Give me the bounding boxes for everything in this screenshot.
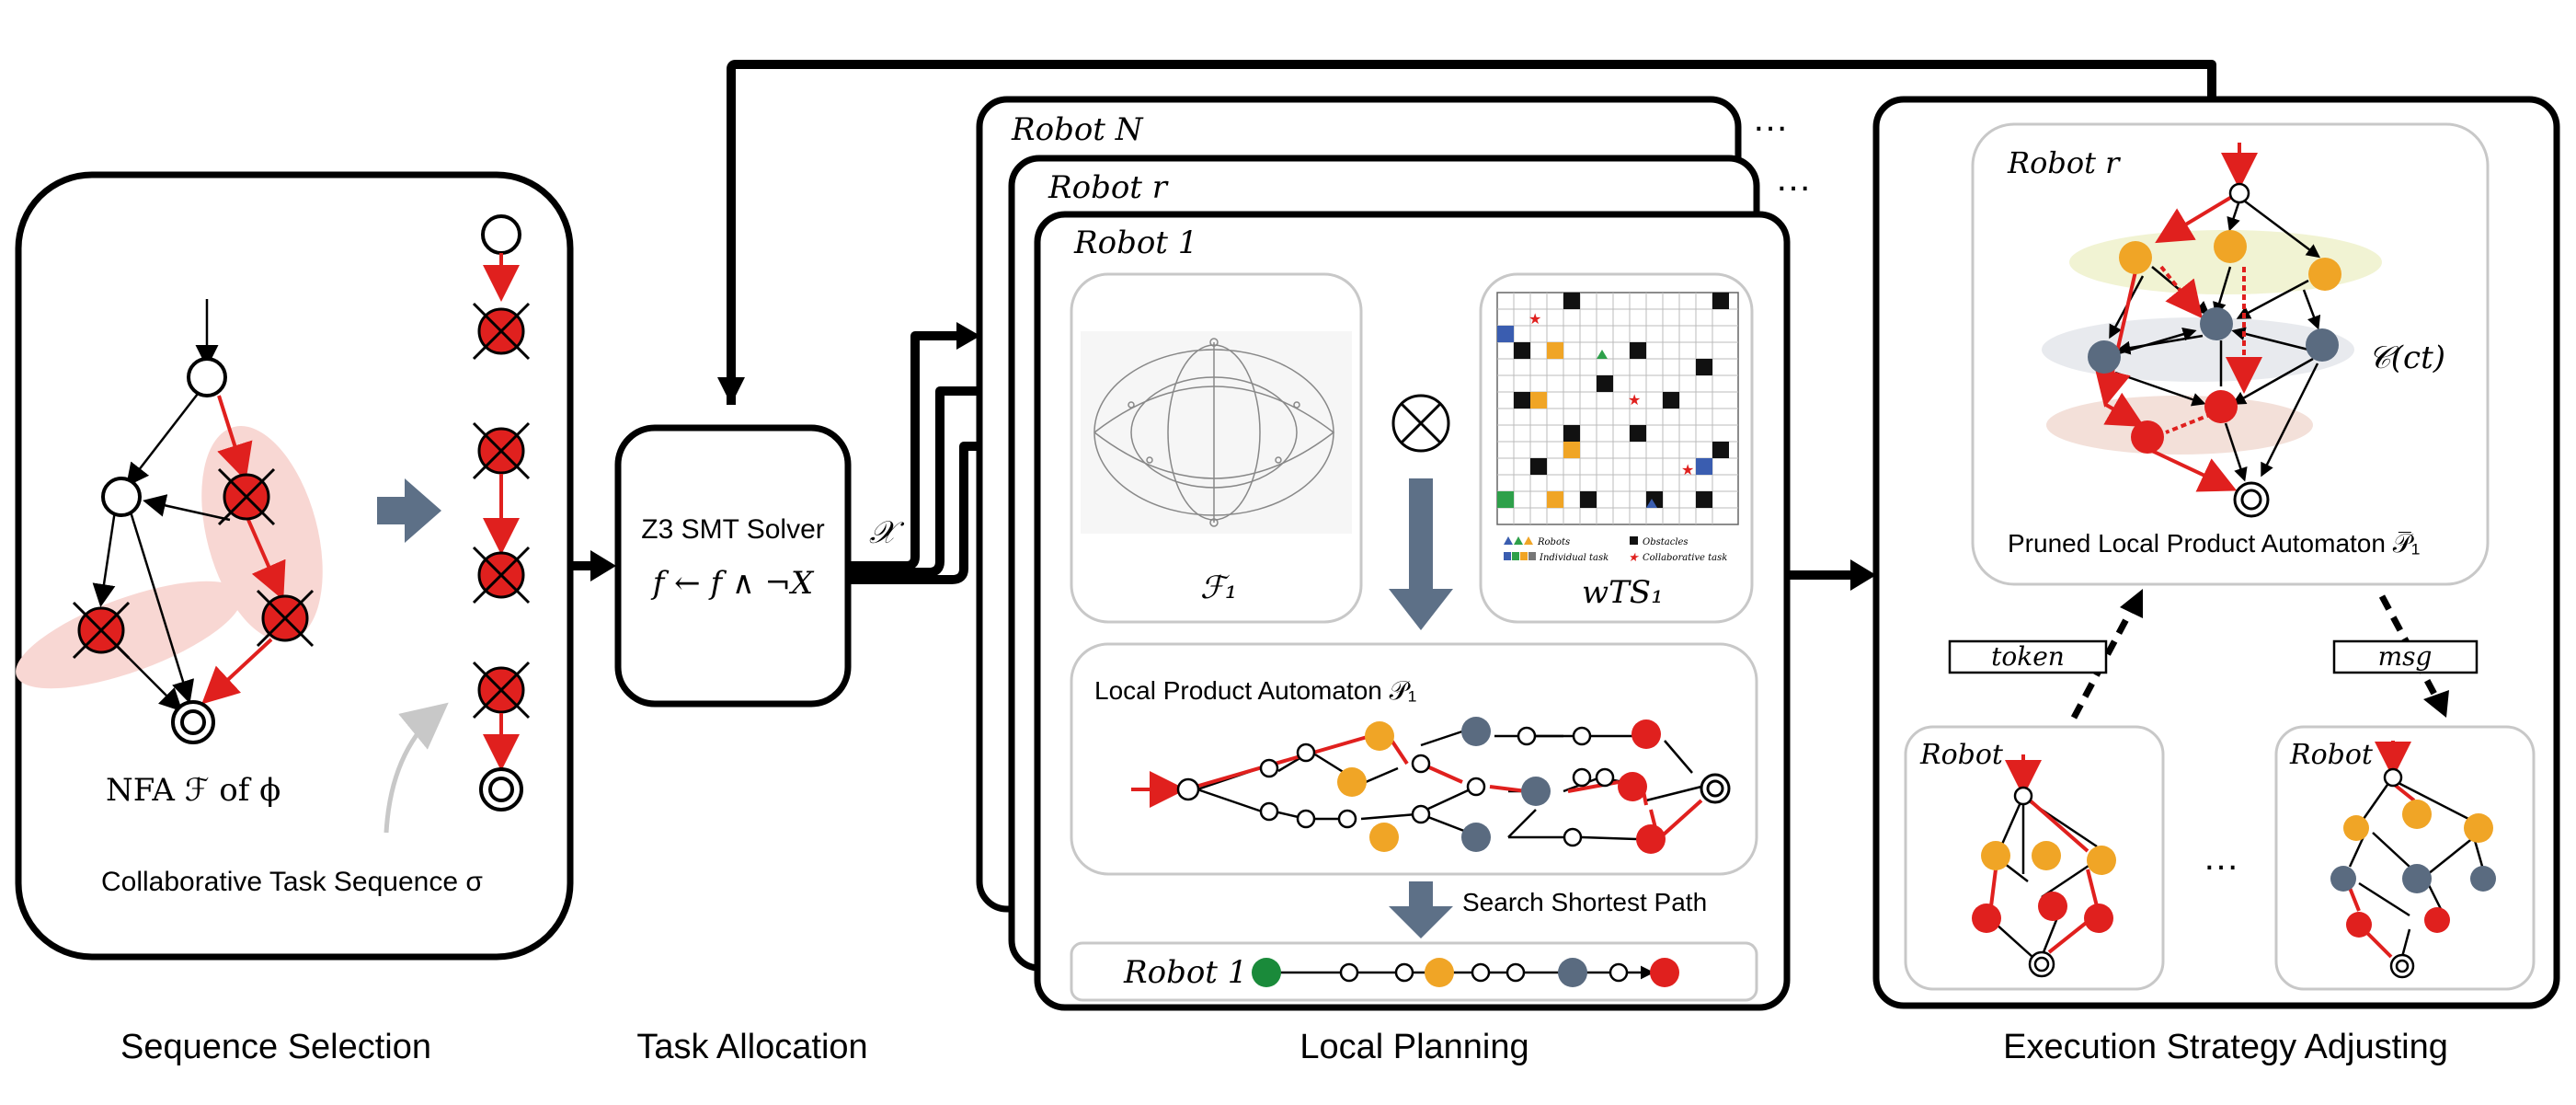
robot-right-label: Robot [2289,739,2374,771]
solver-output-symbol: 𝒳 [869,514,905,551]
legend-robots: Robots [1537,537,1570,547]
down-arrow-product [1389,478,1453,630]
nfa-graph [72,299,315,744]
wts-label: wTS₁ [1582,574,1664,611]
solver-formula: f ← f ∧ ¬X [650,565,815,602]
ellipsis-r: … [1775,158,1812,199]
search-label: Search Shortest Path [1462,888,1707,916]
msg-box [2332,639,2479,674]
cct-label: 𝒞(ct) [2368,340,2445,376]
robot-n-label: Robot N [1011,111,1144,148]
down-arrow-search [1389,881,1453,938]
caption-sequence-selection: Sequence Selection [120,1028,431,1066]
pruned-automaton-label: Pruned Local Product Automaton 𝒫̅₁ [2008,529,2420,558]
ellipsis-n: … [1752,98,1789,139]
token-arrow [2070,604,2137,719]
nfa-thumbnail [1081,331,1352,534]
svg-text:★: ★ [1628,551,1640,565]
svg-text:★: ★ [1528,310,1541,328]
caption-task-allocation: Task Allocation [636,1028,867,1066]
pruned-automaton-graph [2088,143,2341,518]
wire-to-robot-1 [848,442,1058,584]
robot-right-panel [2274,725,2536,991]
wire-to-robot-n [848,331,966,570]
legend-collaborative: Collaborative task [1643,553,1727,563]
svg-text:★: ★ [1681,461,1694,478]
task-sequence [472,214,531,811]
product-automaton-label: Local Product Automaton 𝒫₁ [1094,676,1416,705]
robot-right-graph [2330,741,2496,979]
robot-left-label: Robot [1919,739,2004,771]
token-label: token [1991,641,2065,672]
curved-pointer [384,702,449,834]
feedback-loop-arrow [727,60,2216,405]
product-automaton-graph [1131,717,1731,854]
grid-map: ★ ★ ★ Robots Obstacles Individual task ★… [1496,292,1739,565]
legend-obstacles: Obstacles [1643,537,1689,547]
robot-left-graph [1972,754,2116,978]
caption-execution: Execution Strategy Adjusting [2003,1028,2448,1066]
robot-1-label: Robot 1 [1073,224,1197,261]
robots-ellipsis: … [2203,837,2239,878]
svg-text:★: ★ [1628,391,1641,409]
robot-r-label: Robot r [1048,169,1169,206]
token-box [1948,639,2108,674]
collab-sequence-label: Collaborative Task Sequence σ [101,867,483,897]
legend-individual: Individual task [1539,553,1609,563]
nfa-label: NFA ℱ of ϕ [106,772,280,809]
solver-title: Z3 SMT Solver [641,514,825,545]
wire-to-robot-r [848,386,1002,577]
path-robot-label: Robot 1 [1123,954,1247,991]
highlight-region [16,581,242,689]
feedback-arrowhead [717,377,745,405]
transform-arrow [377,478,441,543]
msg-label: msg [2378,641,2433,672]
shortest-path [1252,958,1679,987]
f1-label: ℱ₁ [1200,570,1237,606]
pruned-robot-label: Robot r [2007,145,2121,180]
caption-local-planning: Local Planning [1299,1028,1528,1066]
